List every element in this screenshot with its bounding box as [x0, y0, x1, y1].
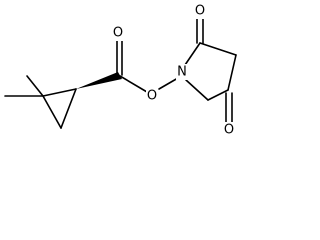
imide-bond-n-c-top [184, 42, 201, 66]
molecule-structure: O O N O O [4, 3, 237, 138]
ester-oxygen-label: O [147, 89, 157, 104]
methyl-bond-upper [26, 75, 44, 97]
imide-oxygen-bottom-label: O [224, 123, 234, 138]
ester-bond-o-n [158, 77, 179, 90]
carbonyl-oxygen-label: O [113, 26, 123, 41]
cyclopropane-bond-1 [42, 88, 77, 97]
imide-bond-n-c-bottom [185, 79, 209, 101]
cyclopropane-bond-2 [42, 95, 62, 129]
ring-bond-ch2-bottom [207, 89, 229, 101]
ring-bond-top-ch2 [199, 42, 237, 56]
ring-bond-ch2-ch2 [227, 54, 237, 91]
nitrogen-label: N [177, 65, 187, 80]
stereo-wedge-bond [76, 72, 122, 89]
imide-oxygen-top-label: O [195, 4, 205, 19]
ester-bond-c-o [119, 75, 148, 93]
cyclopropane-bond-3 [60, 88, 77, 129]
